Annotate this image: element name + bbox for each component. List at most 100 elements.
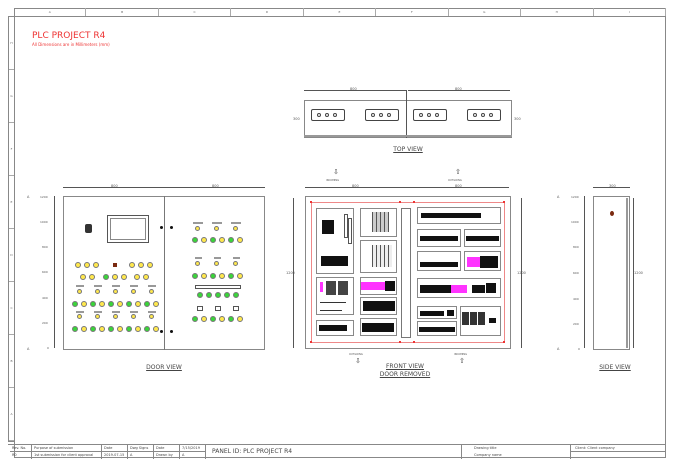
drawing-title: PLC PROJECT R4	[32, 31, 106, 41]
door-split-line	[164, 196, 165, 350]
indicator-lamp-icon	[81, 326, 87, 332]
indicator-lamp-icon	[192, 237, 198, 243]
contactor	[420, 311, 444, 316]
power-supply	[338, 281, 348, 295]
indicator-lamp-icon	[147, 262, 153, 268]
gland-hole	[317, 113, 321, 117]
indicator-lamp-icon	[144, 301, 150, 307]
indicator-lamp-icon	[233, 292, 239, 298]
side-outline	[593, 196, 630, 350]
terminal-block-strip	[362, 323, 394, 332]
indicator-lamp-icon	[93, 262, 99, 268]
title-block: Rev. No. Purpose of submission Date Dwg …	[8, 444, 666, 459]
door-lock-icon	[160, 330, 163, 333]
indicator-lamp-icon	[108, 301, 114, 307]
main-breaker	[322, 220, 334, 234]
front-dim-height-right: 1200	[517, 271, 526, 275]
label-plate	[214, 257, 221, 259]
mount-point	[413, 341, 415, 343]
top-dim-depth-left: 300	[293, 117, 300, 121]
ruler-label: 200	[573, 322, 579, 326]
front-dim-left: 800	[352, 184, 359, 188]
indicator-lamp-icon	[121, 274, 127, 280]
highlighted-module	[451, 285, 467, 293]
pushbutton-icon	[113, 289, 118, 294]
door-lock-icon	[170, 226, 173, 229]
row-ref: C	[9, 282, 14, 335]
din-rail	[320, 302, 346, 303]
column-ref: B	[86, 8, 159, 16]
interface-module	[420, 285, 451, 293]
top-view-outline	[304, 100, 512, 138]
selector-label-strip	[195, 285, 241, 289]
relay-bank	[372, 212, 389, 232]
dimension-line	[521, 198, 522, 348]
pushbutton-icon	[95, 314, 100, 319]
ruler-label: 800	[573, 245, 579, 249]
tb-purpose: 1st submission for client approval	[32, 452, 102, 459]
label-plate	[193, 222, 203, 224]
side-view-caption: SIDE VIEW	[599, 364, 631, 371]
interface-module	[472, 285, 485, 293]
tb-date-label: Date	[154, 445, 180, 452]
io-card	[420, 236, 458, 241]
indicator-lamp-icon	[192, 316, 198, 322]
section-marker-top: A	[27, 195, 30, 199]
ruler-label: 400	[42, 296, 48, 300]
tb-date: 2019-07-15	[102, 452, 128, 459]
interface-module	[486, 283, 496, 293]
label-plate	[231, 222, 241, 224]
ruler-label: 0	[47, 346, 49, 350]
tb-client: Client: Client company	[571, 445, 666, 452]
label-plate	[148, 311, 156, 313]
mount-point	[399, 341, 401, 343]
front-arrow-bottom-left-label: OUTGOING	[349, 353, 363, 356]
indicator-lamp-icon	[108, 326, 114, 332]
door-dim-left: 800	[111, 184, 118, 188]
label-plate	[94, 285, 102, 287]
column-ref: F	[376, 8, 449, 16]
label-plate	[112, 311, 120, 313]
column-ref: E	[304, 8, 377, 16]
io-card	[420, 262, 458, 267]
indicator-lamp-icon	[197, 292, 203, 298]
emergency-stop-icon	[113, 263, 117, 267]
label-plate	[212, 222, 222, 224]
ruler-label: 1200	[40, 195, 48, 199]
indicator-lamp-icon	[80, 274, 86, 280]
motor-drive	[462, 312, 469, 325]
front-arrow-top-left-label: INCOMING	[326, 179, 340, 182]
pushbutton-icon	[149, 314, 154, 319]
row-ref: E	[9, 176, 14, 229]
gland-hole	[325, 113, 329, 117]
label-plate	[112, 285, 120, 287]
indicator-lamp-icon	[219, 273, 225, 279]
door-view-caption: DOOR VIEW	[146, 364, 182, 371]
mount-point	[310, 341, 312, 343]
pushbutton-icon	[195, 226, 200, 231]
pushbutton-icon	[195, 261, 200, 266]
indicator-lamp-icon	[90, 301, 96, 307]
side-dim-height: 1200	[634, 271, 643, 275]
indicator-lamp-icon	[135, 301, 141, 307]
indicator-lamp-icon	[206, 292, 212, 298]
indicator-lamp-icon	[215, 292, 221, 298]
indicator-lamp-icon	[210, 316, 216, 322]
gland-hole	[481, 113, 485, 117]
gland-hole	[419, 113, 423, 117]
row-reference-bar: H G F E D C B A	[8, 16, 14, 442]
terminal-block-strip	[419, 327, 455, 332]
io-card	[466, 236, 499, 241]
top-dim-left: 800	[350, 87, 357, 91]
relay-module	[489, 318, 496, 323]
dimension-note: All Dimensions are in Millimeters (mm)	[32, 42, 110, 47]
indicator-lamp-icon	[210, 273, 216, 279]
indicator-lamp-icon	[81, 301, 87, 307]
indicator-lamp-icon	[192, 273, 198, 279]
door-lock-icon	[170, 330, 173, 333]
pushbutton-icon	[77, 289, 82, 294]
dimension-line	[408, 90, 510, 91]
pushbutton-icon	[149, 289, 154, 294]
indicator-lamp-icon	[90, 326, 96, 332]
tb-header-date: Date	[102, 445, 128, 452]
